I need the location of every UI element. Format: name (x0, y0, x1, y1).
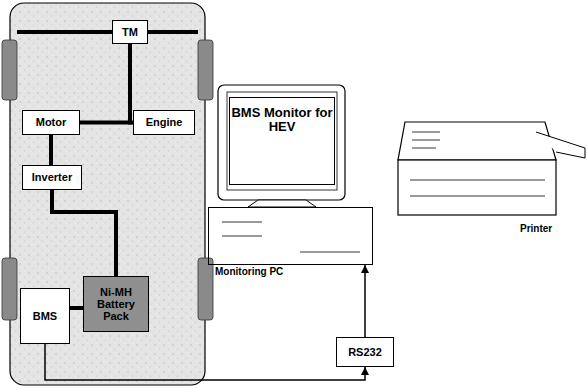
wheel (198, 40, 213, 100)
connector (70, 306, 83, 310)
connector (52, 190, 116, 276)
engine-box: Engine (133, 110, 195, 135)
monitor-bezel (227, 92, 337, 190)
node-label: Engine (146, 116, 183, 128)
printer-body (398, 160, 556, 215)
node-label: Motor (36, 116, 67, 128)
transmission-box: TM (112, 20, 148, 44)
axle (17, 30, 198, 34)
connector (80, 44, 130, 123)
drive-slot (300, 252, 360, 253)
bms-box: BMS (20, 288, 70, 344)
connector (364, 265, 366, 337)
node-label: BMS (33, 310, 57, 322)
vehicle-body (10, 3, 205, 385)
printer-panel (412, 132, 440, 133)
connector (49, 135, 53, 165)
wheel (198, 258, 213, 320)
monitor-stand (248, 200, 316, 207)
connector (45, 344, 365, 380)
node-label: TM (122, 26, 138, 38)
device-label: Monitoring PC (215, 266, 283, 277)
printer-slot (410, 196, 545, 197)
wheel (2, 40, 17, 100)
drive-slot (222, 236, 262, 237)
monitor-screen: BMS Monitor for HEV (229, 97, 335, 185)
battery-box: Ni-MH Battery Pack (83, 276, 149, 332)
node-label: Inverter (32, 171, 72, 183)
printer-panel (412, 140, 440, 141)
device-label: Printer (520, 223, 552, 234)
interface-box: RS232 (336, 337, 394, 367)
inverter-box: Inverter (22, 165, 82, 190)
printer-paper (536, 132, 585, 158)
pc-base: Monitoring PC (208, 207, 373, 265)
node-label: RS232 (348, 346, 382, 358)
wheel (2, 258, 17, 320)
monitor-frame (218, 85, 345, 200)
printer-panel (412, 148, 436, 149)
motor-box: Motor (22, 110, 80, 135)
node-label: BMS Monitor for HEV (230, 106, 334, 135)
drive-slot (222, 222, 262, 223)
printer-top (398, 122, 556, 160)
node-label: Ni-MH Battery Pack (84, 286, 148, 322)
printer-slot (410, 180, 545, 181)
